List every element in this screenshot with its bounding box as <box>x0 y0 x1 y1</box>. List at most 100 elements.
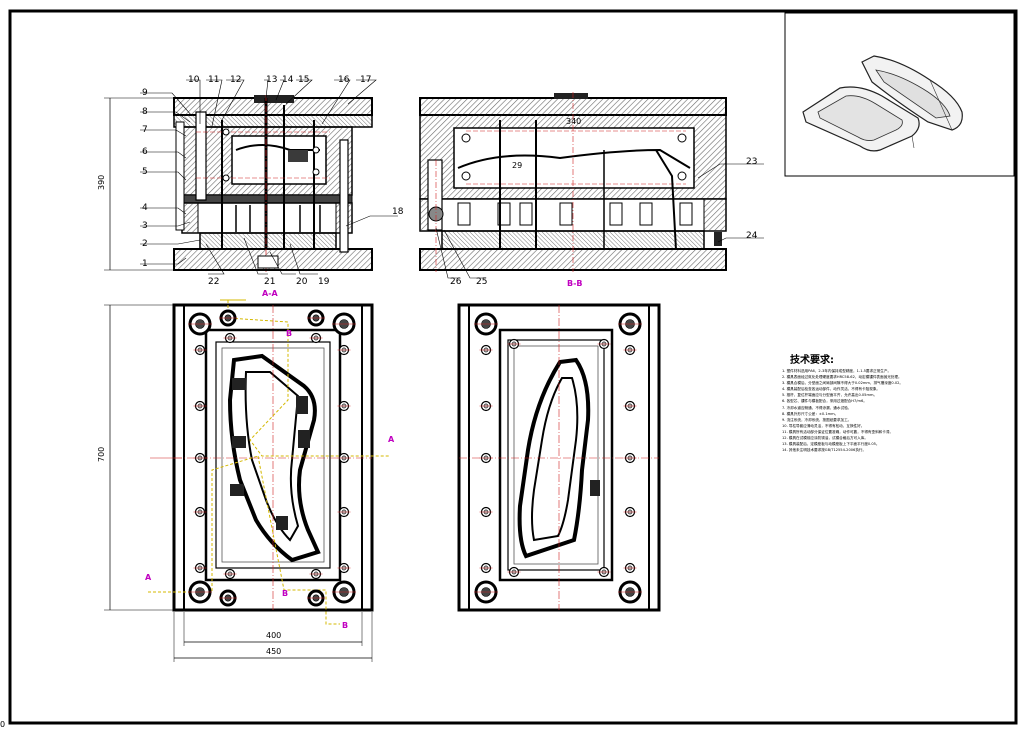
guide-bolt-icon <box>188 580 212 604</box>
guide-pin-icon <box>307 589 325 607</box>
guide-bolt-icon <box>618 312 642 336</box>
tech-requirement-item: 1. 塑件材料选用PA6，2-3年内保持成型精度，1-1.5要求正常生产。 <box>782 369 892 373</box>
section-label-b-b: B-B <box>567 279 583 288</box>
part-label-8: 8 <box>142 107 148 117</box>
cut-letter-a-2: A <box>145 573 152 582</box>
screw-icon <box>597 338 611 350</box>
dim-small-2: 29 <box>512 161 522 170</box>
screw-icon <box>623 562 637 574</box>
part-label-18: 18 <box>392 207 404 217</box>
part-label-23: 23 <box>746 157 757 167</box>
tech-requirement-item: 11. 模具所有活动部分保证位置准确，动作可靠，不得有歪斜和卡滞。 <box>782 429 894 434</box>
tech-requirement-item: 4. 模具装配后检查各运动部件，动作灵活，不得有卡阻现象。 <box>782 387 881 392</box>
guide-bolt-icon <box>332 580 356 604</box>
sheet-border <box>8 9 1018 725</box>
part-label-14: 14 <box>282 75 294 85</box>
tech-requirement-item: 8. 模具外形尺寸公差：±0.1mm。 <box>782 411 839 416</box>
part-label-17: 17 <box>360 75 371 85</box>
part-label-5: 5 <box>142 167 148 177</box>
dim-height-side: 390 <box>97 175 106 190</box>
cut-letter-b-3: B <box>342 621 348 630</box>
guide-bolt-icon <box>332 312 356 336</box>
tech-requirement-item: 13. 模具装配后，定模座板与动模座板上下平面平行度0.05。 <box>782 442 880 447</box>
part-label-3: 3 <box>142 221 148 231</box>
plan-view-moving-half <box>150 303 374 612</box>
screw-icon <box>337 400 351 412</box>
guide-pin-icon <box>219 589 237 607</box>
guide-bolt-icon <box>474 312 498 336</box>
screw-icon <box>507 566 521 578</box>
tech-requirement-item: 6. 各型芯、镶件与模板配合，采用过渡配合H7/m6。 <box>782 399 867 404</box>
part-label-11: 11 <box>208 75 219 85</box>
guide-bolt-icon <box>474 580 498 604</box>
dim-width-inner: 400 <box>266 631 281 640</box>
cut-letter-b-2: B <box>282 589 288 598</box>
dimension-lines <box>104 97 373 662</box>
screw-icon <box>479 506 493 518</box>
edge-mark: 0 <box>0 720 5 729</box>
screw-icon <box>337 562 351 574</box>
tech-requirements-title: 技术要求: <box>790 355 834 366</box>
section-label-a-a: A-A <box>262 289 279 298</box>
screw-icon <box>623 344 637 356</box>
screw-icon <box>479 344 493 356</box>
part-label-4: 4 <box>142 203 148 213</box>
part-label-21: 21 <box>264 277 275 287</box>
cut-letter-b-1: B <box>286 329 292 338</box>
tech-requirements-list: 1. 塑件材料选用PA6，2-3年内保持成型精度，1-1.5要求正常生产。 2. … <box>782 368 1007 453</box>
screw-icon <box>597 566 611 578</box>
part-label-19: 19 <box>318 277 330 287</box>
part-label-2: 2 <box>142 239 148 249</box>
screw-icon <box>337 506 351 518</box>
screw-icon <box>309 568 323 580</box>
part-label-7: 7 <box>142 125 148 135</box>
dim-height-plan: 700 <box>97 447 106 462</box>
screw-icon <box>479 452 493 464</box>
screw-icon <box>193 562 207 574</box>
tech-requirement-item: 5. 推杆、复位杆端面应与分型面平齐，允许高出0.05mm。 <box>782 393 878 398</box>
part-label-24: 24 <box>746 231 758 241</box>
part-label-13: 13 <box>266 75 277 85</box>
part-label-9: 9 <box>142 88 148 98</box>
guide-pin-icon <box>219 309 237 327</box>
part-label-1: 1 <box>142 259 148 269</box>
plan-view-fixed-half <box>457 303 661 612</box>
screw-icon <box>193 452 207 464</box>
screw-icon <box>479 562 493 574</box>
screw-icon <box>479 400 493 412</box>
part-label-26: 26 <box>450 277 462 287</box>
cut-letter-a-1: A <box>388 435 395 444</box>
leader-lines <box>140 79 764 279</box>
dim-width-outer: 450 <box>266 647 281 656</box>
screw-icon <box>193 506 207 518</box>
screw-icon <box>507 338 521 350</box>
tech-requirement-item: 14. 其他未注明技术要求按GB/T12554-2006执行。 <box>782 448 867 453</box>
tech-requirement-item: 10. 导柱导套应滑动灵活，不得有松动，互换性好。 <box>782 423 865 428</box>
part-label-25: 25 <box>476 277 487 287</box>
screw-icon <box>623 400 637 412</box>
screw-icon <box>623 452 637 464</box>
screw-icon <box>623 506 637 518</box>
section-view-a-a <box>173 95 373 272</box>
section-view-b-b <box>419 92 727 272</box>
screw-icon <box>223 332 237 344</box>
screw-icon <box>337 344 351 356</box>
tech-requirement-item: 3. 模具合模后，分型面之间局部间隙不得大于0.02mm，排气槽深度0.02。 <box>782 381 904 386</box>
tech-requirement-item: 9. 浇注系统，冷却系统，按图纸要求加工。 <box>782 417 852 422</box>
screw-icon <box>309 332 323 344</box>
screw-icon <box>193 400 207 412</box>
screw-icon <box>337 452 351 464</box>
part-label-20: 20 <box>296 277 308 287</box>
part-label-15: 15 <box>298 75 309 85</box>
part-label-16: 16 <box>338 75 350 85</box>
guide-pin-icon <box>307 309 325 327</box>
guide-bolt-icon <box>188 312 212 336</box>
tech-requirement-item: 2. 模具表面经过氮化处理硬度要求HRC58-62，动定模镶件表面抛光处理。 <box>782 375 902 380</box>
part-label-22: 22 <box>208 277 219 287</box>
tech-requirement-item: 12. 模具在试模前应涂防锈油，试模合格后方可入库。 <box>782 436 868 441</box>
tech-requirement-item: 7. 冷却水道应畅通，不得渗漏，通水试验。 <box>782 405 852 410</box>
part-label-6: 6 <box>142 147 148 157</box>
screw-icon <box>193 344 207 356</box>
